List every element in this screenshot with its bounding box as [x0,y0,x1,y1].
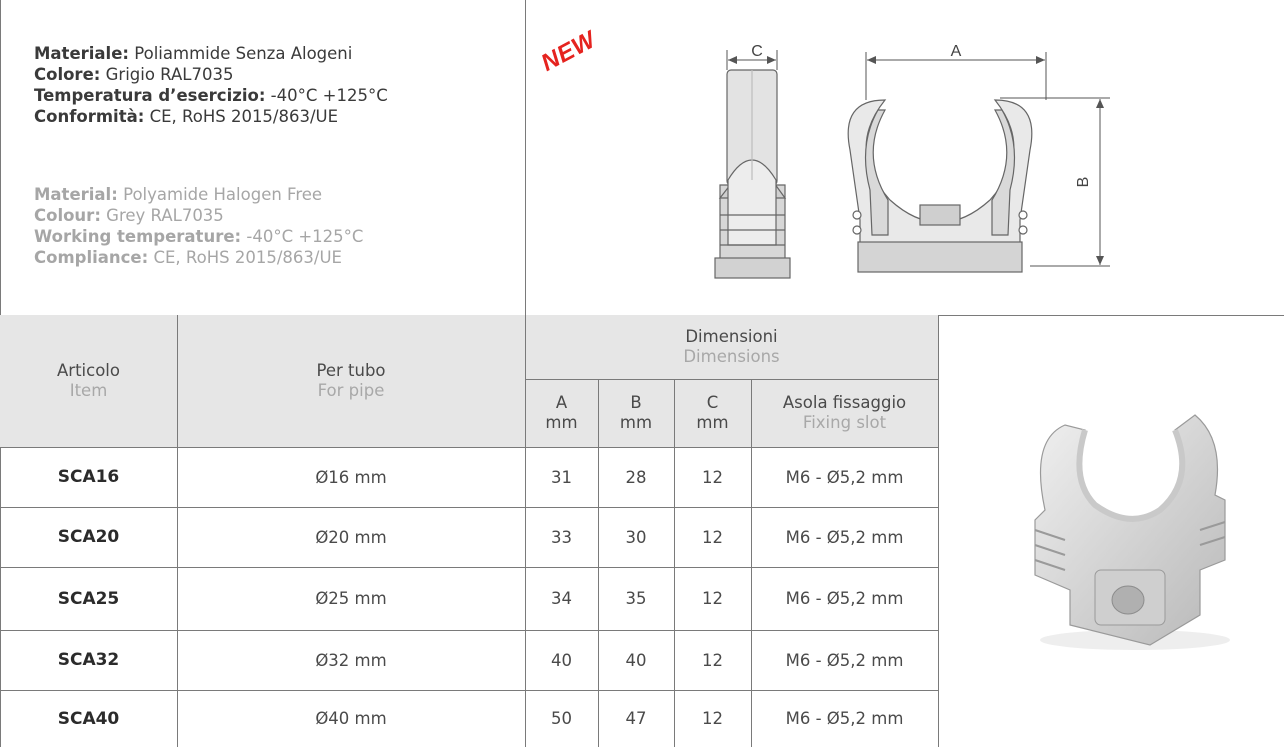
row-5-pipe: Ø40 mm [315,709,387,728]
row-4-pipe: Ø32 mm [315,650,387,670]
header-dim-a: A mm [545,393,578,432]
row-1-a: 31 [551,467,572,487]
front-view-drawing [847,99,1033,273]
row-4-b: 40 [625,650,647,670]
spec-colour-it: Colore: Grigio RAL7035 [34,65,234,84]
dimension-a-label: A [951,43,962,60]
header-dim-b: B mm [619,393,653,432]
row-1-code: SCA16 [57,467,120,487]
side-view-drawing [714,69,791,279]
table-vline [525,315,526,747]
spec-compliance-it: Conformità: CE, RoHS 2015/863/UE [34,107,339,126]
row-4-c: 12 [702,650,723,670]
table-hline [0,507,938,508]
table-hline [0,447,938,448]
row-5-b: 47 [625,709,647,728]
table-vline [674,379,675,747]
row-1-pipe: Ø16 mm [315,467,387,487]
product-photo [1034,414,1230,650]
spec-temperature-en: Working temperature: -40°C +125°C [34,227,364,246]
table-hline [0,567,938,568]
spec-material-en: Material: Polyamide Halogen Free [34,185,323,204]
row-5-slot: M6 - Ø5,2 mm [785,709,904,728]
table-header-bg [0,315,938,447]
table-hline [525,379,938,380]
spec-block-english: Material: Polyamide Halogen Free Colour:… [34,184,363,268]
row-1-c: 12 [702,467,723,487]
row-1-slot: M6 - Ø5,2 mm [785,467,904,487]
dimension-b-label: B [1075,177,1092,188]
header-fixing-slot: Asola fissaggio Fixing slot [782,393,907,432]
row-3-b: 35 [625,589,647,608]
table-vline [751,379,752,747]
table-hline [0,630,938,631]
row-2-slot: M6 - Ø5,2 mm [785,527,904,547]
technical-drawing: C A B [714,43,1110,279]
dimension-c [726,50,778,70]
row-2-c: 12 [702,527,723,547]
new-badge: NEW [536,26,601,77]
header-pipe: Per tubo For pipe [316,361,386,400]
row-2-pipe: Ø20 mm [315,527,387,547]
row-3-slot: M6 - Ø5,2 mm [785,589,904,608]
spec-temperature-it: Temperatura d’esercizio: -40°C +125°C [34,86,388,105]
dimension-c-label: C [751,43,763,60]
row-4-slot: M6 - Ø5,2 mm [785,650,904,670]
spec-material-it: Materiale: Poliammide Senza Alogeni [34,44,353,63]
dimension-b [1000,97,1110,267]
spec-block-italian: Materiale: Poliammide Senza Alogeni Colo… [34,43,388,127]
row-5-c: 12 [702,709,723,728]
table-vline [938,315,939,747]
row-5-a: 50 [551,709,572,728]
row-2-code: SCA20 [57,527,120,547]
frame-middle-divider [525,0,526,315]
row-3-c: 12 [702,589,723,608]
row-4-a: 40 [551,650,572,670]
table-hline [0,690,938,691]
header-dimensions: Dimensioni Dimensions [683,327,780,366]
row-4-code: SCA32 [57,650,120,670]
header-dim-c: C mm [696,393,729,432]
row-3-a: 34 [551,589,572,608]
table-vline [598,379,599,747]
row-1-b: 28 [625,467,647,487]
row-2-a: 33 [551,527,572,547]
row-3-pipe: Ø25 mm [315,589,387,608]
spec-compliance-en: Compliance: CE, RoHS 2015/863/UE [34,248,342,267]
row-2-b: 30 [625,527,647,547]
row-5-code: SCA40 [57,708,120,729]
spec-colour-en: Colour: Grey RAL7035 [34,206,224,225]
header-item: Articolo Item [57,361,120,400]
table-vline [177,315,178,747]
dimension-a [865,52,1047,100]
row-3-code: SCA25 [57,588,120,609]
